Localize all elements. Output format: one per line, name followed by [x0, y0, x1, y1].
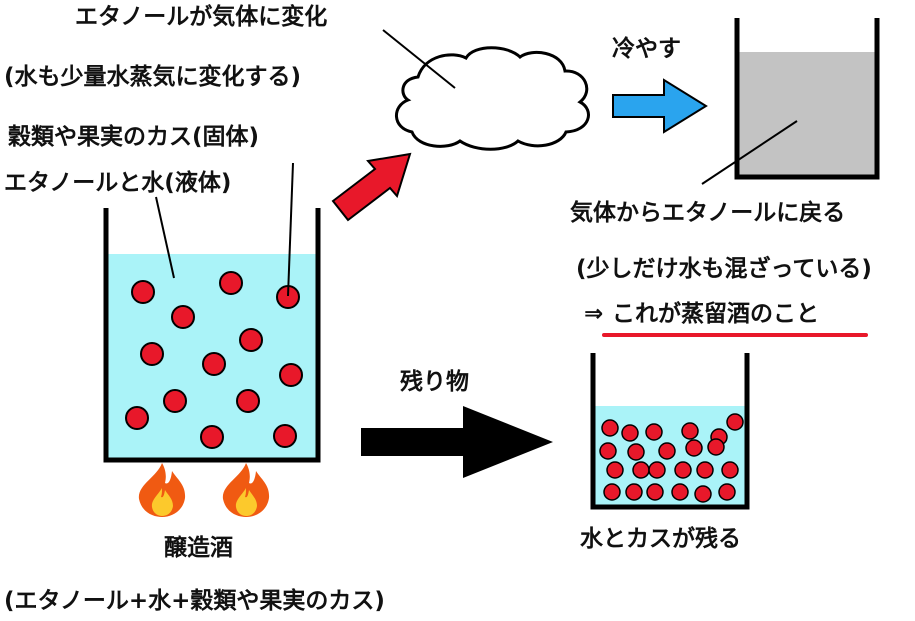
- remains-label: 水とカスが残る: [580, 526, 741, 552]
- leftover-beaker-particles: [599, 413, 744, 503]
- particle: [658, 442, 676, 460]
- particle: [681, 422, 699, 440]
- particle: [603, 483, 621, 501]
- particle: [200, 425, 224, 449]
- gas-title-label: エタノールが気体に変化: [75, 4, 328, 30]
- leftover-label: 残り物: [400, 369, 469, 395]
- cool-arrow-icon: [612, 78, 708, 134]
- distillate-liquid: [737, 52, 877, 177]
- gas-note-label: (水も少量水蒸気に変化する): [4, 64, 302, 90]
- particle: [601, 419, 619, 437]
- particle: [726, 413, 744, 431]
- cloud-icon: [395, 46, 590, 151]
- particle: [674, 461, 692, 479]
- distillate-beaker-outline: [734, 18, 880, 180]
- particle: [721, 461, 739, 479]
- particle: [171, 305, 195, 329]
- particle: [671, 483, 689, 501]
- distillate-beaker: [734, 18, 880, 180]
- conclusion-arrow-label: ⇒: [584, 301, 604, 327]
- mixed-note-label: (少しだけ水も混ざっている): [576, 256, 872, 282]
- particle: [696, 461, 714, 479]
- particle: [163, 389, 187, 413]
- leftover-beaker-outline: [590, 353, 750, 510]
- liquid-pointer-line: [155, 196, 175, 279]
- source-note-label: (エタノール+水+穀類や果実のカス): [4, 588, 385, 614]
- particle: [279, 363, 303, 387]
- particle: [627, 443, 645, 461]
- fire-icon: [222, 463, 270, 517]
- particle: [125, 406, 149, 430]
- particle: [239, 328, 263, 352]
- particle: [648, 461, 666, 479]
- back-to-liquid-label: 気体からエタノールに戻る: [570, 200, 846, 226]
- main-beaker-outline: [103, 208, 321, 463]
- particle: [202, 352, 226, 376]
- particle: [599, 442, 617, 460]
- fire-icon: [138, 463, 186, 517]
- particle: [625, 483, 643, 501]
- particle: [632, 461, 650, 479]
- particle: [606, 461, 624, 479]
- solid-pointer-line: [287, 162, 294, 297]
- particle: [273, 424, 297, 448]
- liquid-label: エタノールと水(液体): [4, 170, 232, 196]
- leftover-beaker: [590, 353, 750, 510]
- conclusion-label: これが蒸留酒のこと: [612, 301, 819, 327]
- source-name-label: 醸造酒: [164, 535, 233, 561]
- hot-arrow-icon: [331, 152, 412, 222]
- cool-label: 冷やす: [612, 36, 681, 62]
- particle: [694, 485, 712, 503]
- particle: [140, 342, 164, 366]
- particle: [131, 280, 155, 304]
- particle: [707, 438, 725, 456]
- particle: [685, 439, 703, 457]
- particle: [236, 389, 260, 413]
- gas-pointer-line: [382, 29, 456, 89]
- particle: [645, 423, 663, 441]
- solid-label: 穀類や果実のカス(固体): [8, 124, 260, 150]
- main-beaker: [103, 208, 321, 463]
- particle: [718, 483, 736, 501]
- particle: [646, 483, 664, 501]
- leftover-arrow-icon: [361, 406, 553, 478]
- particle: [219, 271, 243, 295]
- distillate-pointer-line: [701, 120, 798, 185]
- particle: [621, 424, 639, 442]
